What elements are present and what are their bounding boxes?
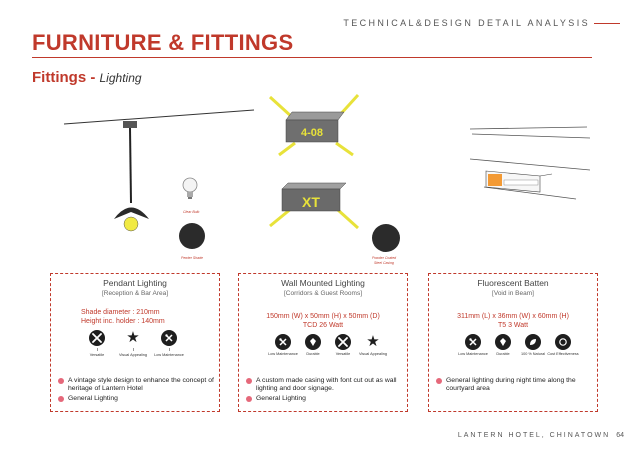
star-icon: ★ [366, 333, 380, 350]
low-maintenance-icon [161, 330, 177, 346]
pendant-lighting-card: Pendant Lighting [Reception & Bar Area] … [50, 273, 220, 412]
low-maintenance-icon [275, 334, 291, 350]
title-divider [32, 57, 592, 58]
page-number: 64 [616, 432, 624, 439]
shade-caption: Pewter Shade [181, 256, 203, 260]
card-location: [Void in Beam] [492, 290, 534, 297]
spec-wattage: TCD 26 Watt [302, 322, 344, 329]
clear-bulb-sketch [182, 177, 198, 199]
feature-durable: Durable [485, 334, 521, 357]
wall-light-sign-sketch: 4-08 [268, 93, 360, 157]
bullet-item: General Lighting [246, 395, 403, 403]
pendant-bulb [123, 216, 139, 232]
bullet-item: General lighting during night time along… [436, 377, 593, 393]
spec-dimensions: 150mm (W) x 50mm (H) x 50mm (D) [266, 313, 380, 320]
feature-cost-effectiveness: Cost Effectiveness [545, 334, 581, 357]
header-tag-text: TECHNICAL&DESIGN DETAIL ANALYSIS [343, 18, 590, 28]
pendant-holder [123, 121, 137, 128]
footer: LANTERN HOTEL, CHINATOWN 64 [458, 432, 624, 439]
bulb-caption: Clear Bulb [183, 210, 199, 214]
tools-icon [335, 334, 351, 350]
star-icon: ★ [126, 329, 140, 346]
feature-natural: 100 % Natural [515, 334, 551, 357]
diamond-icon [495, 334, 511, 350]
bullet-item: General Lighting [58, 395, 215, 403]
spec-wattage: T5 3 Watt [497, 322, 529, 329]
feature-versatile: Versatile [79, 330, 115, 358]
wall-mounted-lighting-card: Wall Mounted Lighting [Corridors & Guest… [238, 273, 408, 412]
section-title: Fittings - Lighting [32, 69, 142, 86]
wall-light-xt-sketch: XT [269, 182, 360, 230]
header-tag: TECHNICAL&DESIGN DETAIL ANALYSIS [343, 18, 620, 28]
casing-caption-2: Steel Casing [374, 261, 394, 265]
pendant-light-sketch [63, 109, 255, 232]
coin-icon [555, 334, 571, 350]
fluorescent-batten-sketch [469, 126, 591, 200]
pendant-shade [114, 207, 149, 219]
feature-icons: Low Maintenance Durable 100 % Natural Co… [435, 334, 591, 372]
spec-height: Height inc. holder : 140mm [81, 318, 165, 325]
card-title: Pendant Lighting [103, 278, 167, 288]
feature-icons: Low Maintenance Durable Versatile ★ Visu… [245, 334, 401, 372]
sign-letters: XT [302, 194, 320, 210]
card-location: [Corridors & Guest Rooms] [283, 290, 363, 297]
casing-caption-1: Powder Coated [372, 256, 397, 260]
bullet-dot [436, 378, 442, 384]
low-maintenance-icon [465, 334, 481, 350]
steel-casing-swatch [372, 224, 400, 252]
bullet-dot [246, 396, 252, 402]
bullet-dot [246, 378, 252, 384]
spec-dimensions: 311mm (L) x 36mm (W) x 60mm (H) [457, 313, 569, 320]
feature-versatile: Versatile [325, 334, 361, 357]
feature-visual-appealing: ★ Visual Appealing [118, 329, 147, 358]
bullet-item: A custom made casing with font cut out a… [246, 377, 403, 393]
bullet-item: A vintage style design to enhance the co… [58, 377, 215, 393]
feature-visual-appealing: ★ Visual Appealing [358, 333, 387, 357]
feature-durable: Durable [295, 334, 331, 357]
feature-low-maintenance: Low Maintenance [151, 330, 187, 358]
spec-shade-diameter: Shade diameter : 210mm [81, 309, 160, 316]
fluorescent-batten-card: Fluorescent Batten [Void in Beam] 311mm … [428, 273, 598, 412]
lighting-illustrations: Clear Bulb Pewter Shade 4-08 XT Powder C… [63, 93, 591, 265]
diamond-icon [305, 334, 321, 350]
pewter-shade-swatch [179, 223, 205, 249]
section-title-sub: Lighting [99, 71, 142, 85]
card-location: [Reception & Bar Area] [101, 290, 169, 297]
section-title-main: Fittings - [32, 69, 100, 86]
header-rule [594, 23, 620, 25]
footer-text: LANTERN HOTEL, CHINATOWN [457, 432, 611, 439]
sign-number: 4-08 [301, 127, 323, 139]
card-title: Wall Mounted Lighting [281, 278, 365, 288]
tools-icon [89, 330, 105, 346]
bullet-dot [58, 378, 64, 384]
card-title: Fluorescent Batten [477, 278, 549, 288]
leaf-icon [525, 334, 541, 350]
feature-icons: Versatile ★ Visual Appealing Low Mainten… [57, 330, 213, 368]
feature-low-maintenance: Low Maintenance [265, 334, 301, 357]
bullet-dot [58, 396, 64, 402]
feature-low-maintenance: Low Maintenance [455, 334, 491, 357]
page-title: FURNITURE & FITTINGS [32, 30, 294, 55]
